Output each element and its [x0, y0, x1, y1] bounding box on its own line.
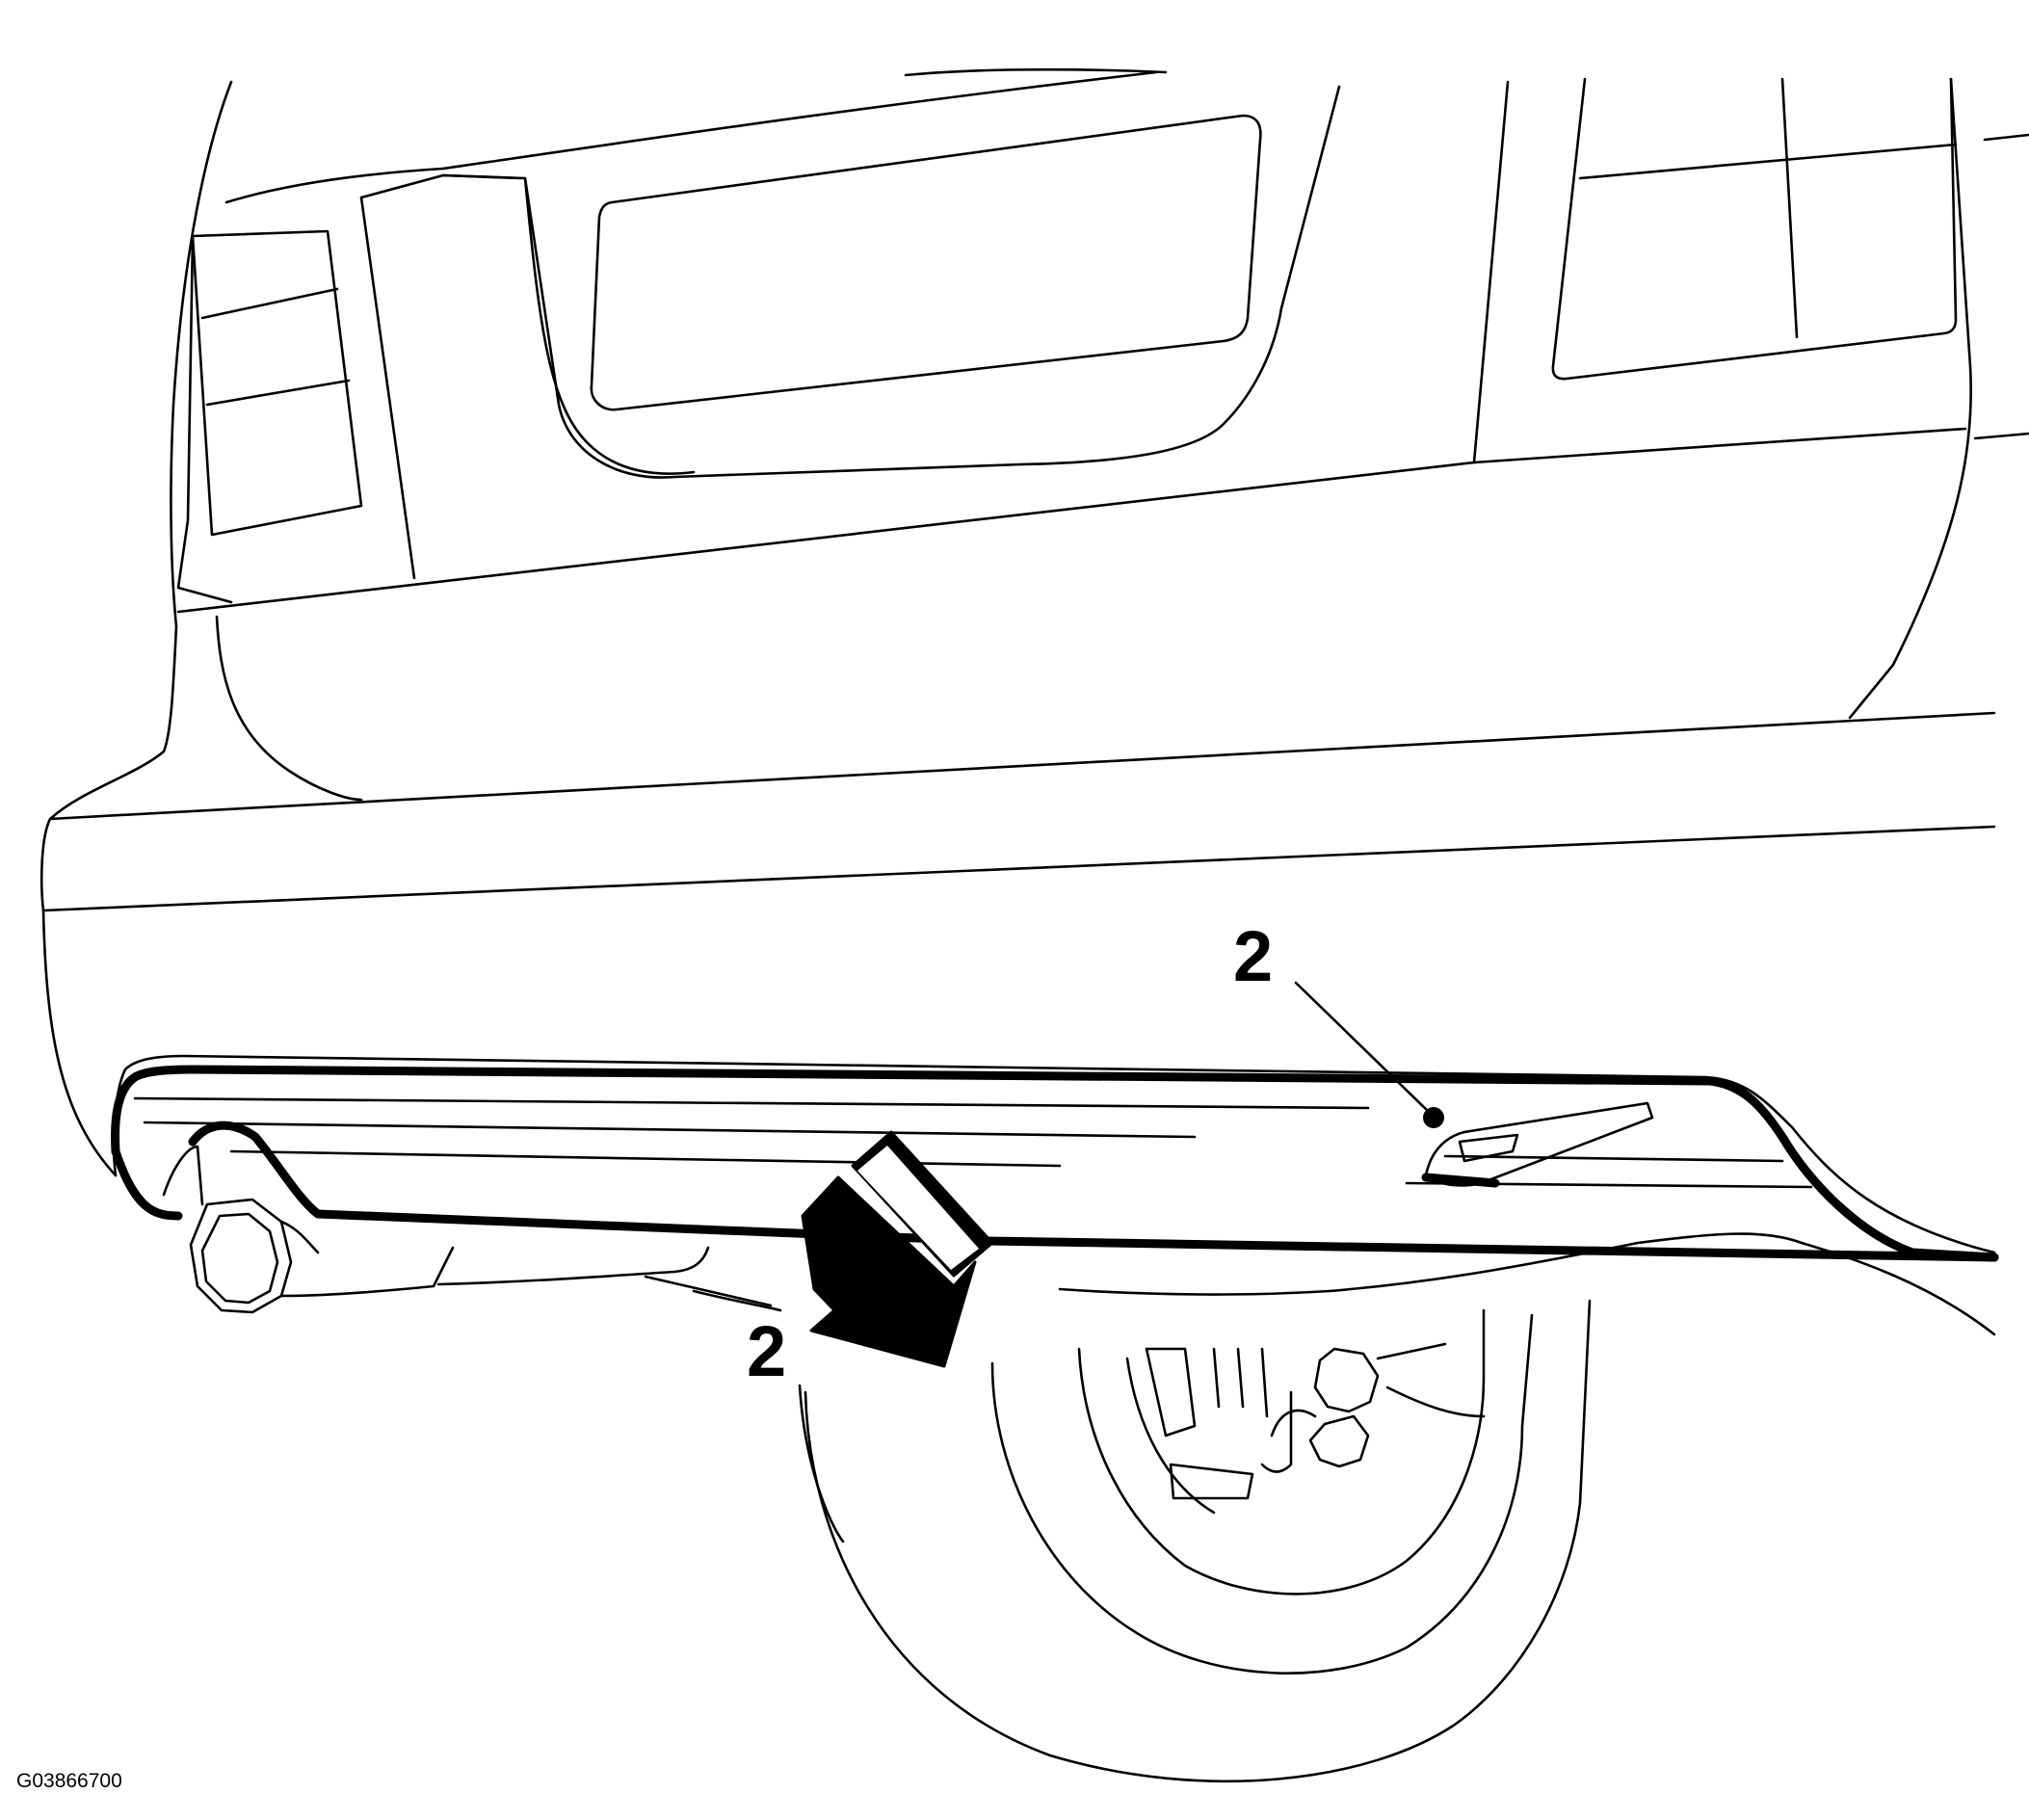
figure-id-label: G03866700 — [16, 1770, 122, 1792]
removal-direction-arrow — [801, 1130, 994, 1368]
bumper-retaining-clip — [1421, 1101, 1654, 1188]
exhaust-tip — [189, 1198, 773, 1314]
callout-clip-leader-dot — [1423, 1107, 1444, 1128]
bumper-trim-strip — [111, 1065, 1999, 1262]
callout-clip: 2 — [1233, 916, 1444, 1128]
vehicle-body — [40, 67, 2029, 1177]
callout-arrow-number: 2 — [747, 1311, 786, 1391]
rear-wheel-assembly — [804, 1299, 1592, 1783]
callout-clip-number: 2 — [1233, 916, 1273, 996]
callout-arrow: 2 — [692, 1289, 845, 1543]
